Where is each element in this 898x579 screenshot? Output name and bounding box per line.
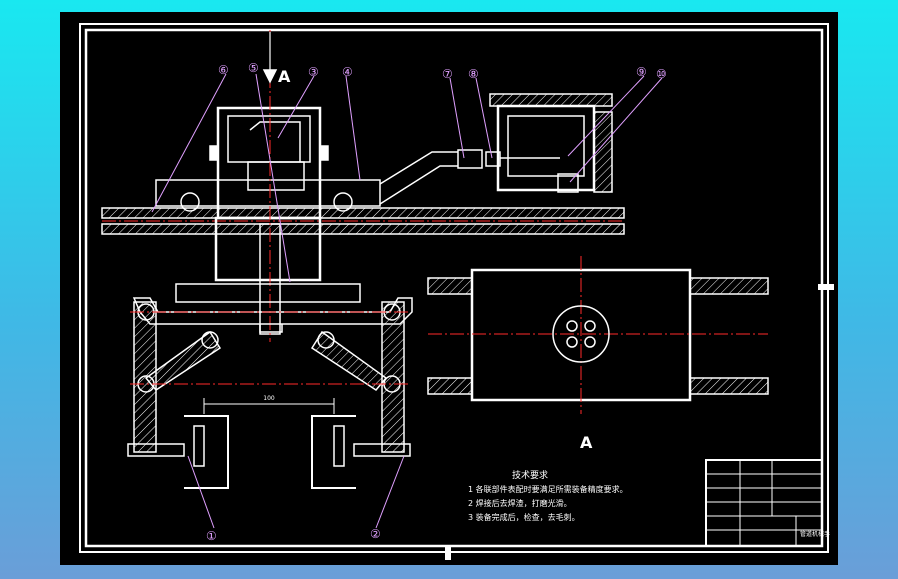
part-9: ⑨ xyxy=(636,65,647,79)
leader-5 xyxy=(255,73,291,283)
part-10: ⑩ xyxy=(656,67,667,81)
tech-req-3: 3 装备完成后，检查，去毛刺。 xyxy=(468,512,580,522)
part-7: ⑦ xyxy=(442,67,453,81)
hub-bolt-4 xyxy=(584,336,596,348)
part-balloons: ⑥ ⑤ ③ ④ ⑦ ⑧ ⑨ ⑩ ① ② xyxy=(151,61,667,543)
tech-req-2: 2 焊接后去焊渣，打磨光滑。 xyxy=(468,498,572,508)
leader-8 xyxy=(475,77,493,159)
left-link-bar xyxy=(144,330,222,391)
leader-2 xyxy=(375,455,405,529)
drive-base xyxy=(557,173,579,193)
right-center-mark xyxy=(818,284,834,290)
leader-7 xyxy=(449,77,465,159)
drive-inner xyxy=(507,115,585,177)
tech-req-title: 技术要求 xyxy=(512,469,548,481)
drive-box xyxy=(496,104,596,192)
left-jaw xyxy=(184,415,229,489)
part-2: ② xyxy=(370,527,381,541)
bottom-center-mark xyxy=(445,546,451,560)
dim-text: 100 xyxy=(263,395,275,402)
hub-bolt-3 xyxy=(566,336,578,348)
part-1: ① xyxy=(206,529,217,543)
part-8: ⑧ xyxy=(468,67,479,81)
pivot-left-mid xyxy=(201,331,219,349)
drawing-sheet: 100 A A ⑥ xyxy=(60,12,838,565)
hub-bolt-1 xyxy=(566,320,578,332)
left-jaw-pad xyxy=(193,425,205,467)
left-clamp-screw xyxy=(127,443,185,457)
drive-unit xyxy=(457,93,613,193)
motor-detail xyxy=(249,121,301,162)
pipe-wall-lower xyxy=(101,223,625,235)
pivot-right-mid xyxy=(317,331,335,349)
arm-link-top xyxy=(379,151,458,185)
front-view: 100 xyxy=(101,30,625,489)
upper-gripper-beam xyxy=(132,297,413,333)
wheel-right xyxy=(333,192,353,212)
right-link-bar xyxy=(310,330,388,391)
leader-9 xyxy=(567,75,645,157)
leader-6 xyxy=(151,73,227,213)
view-label-a-top: A xyxy=(278,67,291,86)
hub-bolt-2 xyxy=(584,320,596,332)
lower-housing xyxy=(214,216,322,282)
right-clamp-screw xyxy=(353,443,411,457)
mount-plate xyxy=(489,93,613,107)
section-view xyxy=(427,256,769,414)
part-3: ③ xyxy=(308,65,319,79)
coupling-7 xyxy=(457,149,483,169)
side-bracket xyxy=(593,111,613,193)
part-5: ⑤ xyxy=(248,61,259,75)
leader-1 xyxy=(187,455,215,529)
coupling-8 xyxy=(485,151,501,167)
title-block-frame xyxy=(705,459,823,547)
pipe-wall-upper xyxy=(101,207,625,219)
view-label-a-section: A xyxy=(580,433,593,452)
leader-3 xyxy=(277,75,315,139)
section-hub xyxy=(552,305,610,363)
bolt-left xyxy=(209,145,219,161)
base-plate xyxy=(175,283,361,303)
part-4: ④ xyxy=(342,65,353,79)
cad-drawing: 100 A A ⑥ xyxy=(79,23,834,560)
right-jaw xyxy=(311,415,356,489)
bolt-right xyxy=(319,145,329,161)
leader-10 xyxy=(569,77,663,183)
tech-requirements: 技术要求 1 各联部件表配时要满足所需装备精度要求。 2 焊接后去焊渣，打磨光滑… xyxy=(468,469,628,522)
carriage-frame xyxy=(155,179,381,207)
leader-4 xyxy=(345,75,361,181)
tech-req-1: 1 各联部件表配时要满足所需装备精度要求。 xyxy=(468,484,628,494)
view-arrow-head xyxy=(262,69,278,84)
tb-drawing-name: 管道机械手 xyxy=(800,530,830,538)
title-block: 管道机械手 xyxy=(705,459,830,547)
wheel-left xyxy=(180,192,200,212)
gear-box xyxy=(247,161,305,191)
part-6: ⑥ xyxy=(218,63,229,77)
right-jaw-pad xyxy=(333,425,345,467)
arm-link-bottom xyxy=(379,165,458,205)
